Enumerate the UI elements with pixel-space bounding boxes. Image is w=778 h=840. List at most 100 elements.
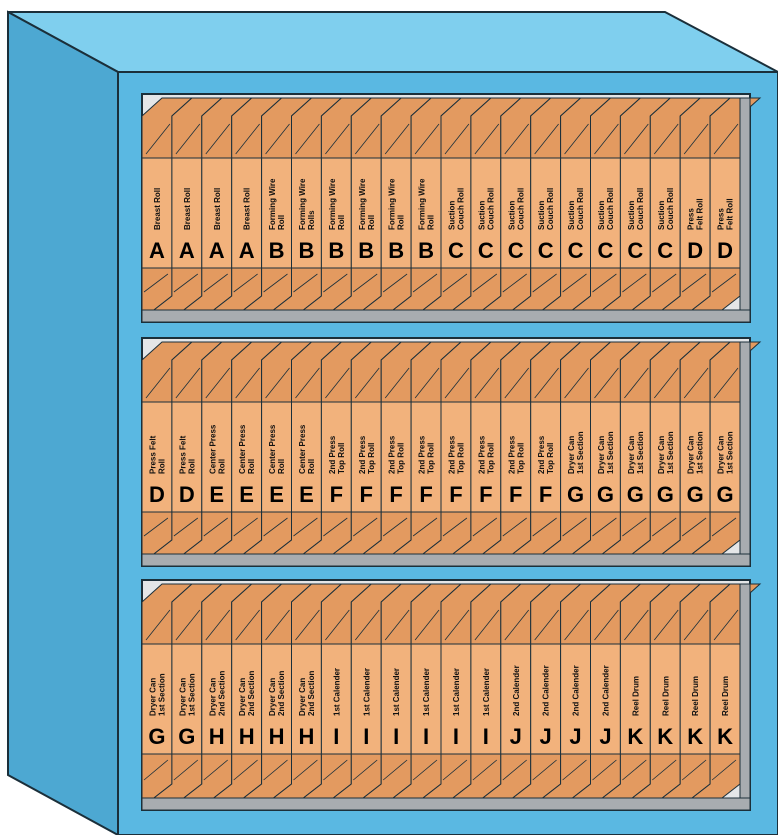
- binder-letter: B: [388, 238, 404, 263]
- binder-label: Press: [687, 208, 696, 230]
- binder-label: Forming Wire: [328, 178, 337, 230]
- binder-label: Roll: [187, 459, 196, 474]
- binder-label: Couch Roll: [456, 188, 465, 230]
- binder-label: Suction: [507, 201, 516, 230]
- binder-label: Couch Roll: [516, 188, 525, 230]
- binder-label: Couch Roll: [576, 188, 585, 230]
- binder-letter: F: [539, 482, 552, 507]
- binder-label: 2nd Calender: [512, 665, 521, 716]
- binder-letter: B: [269, 238, 285, 263]
- binder-letter: C: [478, 238, 494, 263]
- binder-label: Felt Roll: [726, 198, 735, 230]
- binder-label: 1st Calender: [422, 668, 431, 716]
- binder-label: Forming Wire: [358, 178, 367, 230]
- binder-letter: H: [269, 724, 285, 749]
- bottom-shelf-end: [740, 584, 750, 798]
- binder-label: Center Press: [208, 424, 217, 474]
- binder-letter: I: [423, 724, 429, 749]
- binder-label: Couch Roll: [486, 188, 495, 230]
- binder-letter: K: [627, 724, 643, 749]
- binder-letter: F: [330, 482, 343, 507]
- binder-letter: E: [209, 482, 224, 507]
- middle-shelf-end: [740, 342, 750, 554]
- binder-letter: G: [567, 482, 584, 507]
- binder-label: Dryer Can: [298, 678, 307, 716]
- binder-label: 2nd Press: [388, 435, 397, 474]
- binder-label: 2nd Section: [217, 671, 226, 716]
- binder-label: 1st Calender: [452, 668, 461, 716]
- binder-label: 1st Section: [666, 431, 675, 474]
- binder-letter: J: [569, 724, 581, 749]
- binder-label: Dryer Can: [148, 678, 157, 716]
- binder-letter: F: [419, 482, 432, 507]
- binder-label: Suction: [537, 201, 546, 230]
- binder-letter: A: [149, 238, 165, 263]
- binder-letter: G: [716, 482, 733, 507]
- binder-label: Roll: [427, 215, 436, 230]
- binder-label: Suction: [447, 201, 456, 230]
- binder-label: Rolls: [307, 210, 316, 230]
- binder-label: Roll: [367, 215, 376, 230]
- top-shelf-end: [740, 98, 750, 310]
- binder-label: 2nd Press: [358, 435, 367, 474]
- binder-label: Suction: [597, 201, 606, 230]
- binder-letter: F: [389, 482, 402, 507]
- binder-label: Forming Wire: [298, 178, 307, 230]
- binder-letter: B: [418, 238, 434, 263]
- binder-letter: D: [149, 482, 165, 507]
- binder-label: Roll: [397, 215, 406, 230]
- binder-letter: K: [657, 724, 673, 749]
- binder-letter: J: [510, 724, 522, 749]
- binder-label: Dryer Can: [567, 436, 576, 474]
- binder-label: Dryer Can: [717, 436, 726, 474]
- binder-label: Top Roll: [367, 443, 376, 474]
- binder-letter: I: [453, 724, 459, 749]
- binder-label: Reel Drum: [721, 676, 730, 716]
- binder-letter: D: [717, 238, 733, 263]
- binder-letter: H: [209, 724, 225, 749]
- middle-shelf: Press FeltRollDPress FeltRollDCenter Pre…: [142, 338, 760, 566]
- cabinet-left-side: [8, 12, 118, 835]
- binder-label: Dryer Can: [208, 678, 217, 716]
- binder-label: Press Felt: [178, 435, 187, 474]
- binder-label: Reel Drum: [631, 676, 640, 716]
- binder-label: Couch Roll: [666, 188, 675, 230]
- binder-label: 2nd Press: [507, 435, 516, 474]
- binder-label: 2nd Section: [247, 671, 256, 716]
- binder-letter: D: [179, 482, 195, 507]
- binder-label: Dryer Can: [627, 436, 636, 474]
- binder-label: Roll: [337, 215, 346, 230]
- binder-letter: E: [239, 482, 254, 507]
- binder-letter: B: [328, 238, 344, 263]
- binder-letter: F: [479, 482, 492, 507]
- binder-label: Center Press: [298, 424, 307, 474]
- binder-label: Couch Roll: [606, 188, 615, 230]
- binder-label: Breast Roll: [153, 188, 162, 230]
- binder-label: Breast Roll: [183, 188, 192, 230]
- binder-label: Breast Roll: [243, 188, 252, 230]
- binder-label: Dryer Can: [268, 678, 277, 716]
- binder-label: 1st Calender: [392, 668, 401, 716]
- binder-label: Top Roll: [337, 443, 346, 474]
- binder-label: Roll: [157, 459, 166, 474]
- top-shelf-floor: [142, 310, 750, 322]
- bottom-shelf-floor: [142, 798, 750, 810]
- binder-letter: C: [508, 238, 524, 263]
- binder-label: Couch Roll: [546, 188, 555, 230]
- binder-label: Breast Roll: [213, 188, 222, 230]
- binder-letter: A: [239, 238, 255, 263]
- binder-label: Suction: [567, 201, 576, 230]
- binder-label: Roll: [277, 215, 286, 230]
- binder-letter: I: [393, 724, 399, 749]
- binder-letter: C: [598, 238, 614, 263]
- binder-label: 1st Section: [606, 431, 615, 474]
- binder-label: Top Roll: [516, 443, 525, 474]
- binder-letter: J: [599, 724, 611, 749]
- binder-label: Top Roll: [546, 443, 555, 474]
- middle-shelf-floor: [142, 554, 750, 566]
- binder-letter: I: [483, 724, 489, 749]
- binder-letter: G: [178, 724, 195, 749]
- binder-label: 2nd Calender: [542, 665, 551, 716]
